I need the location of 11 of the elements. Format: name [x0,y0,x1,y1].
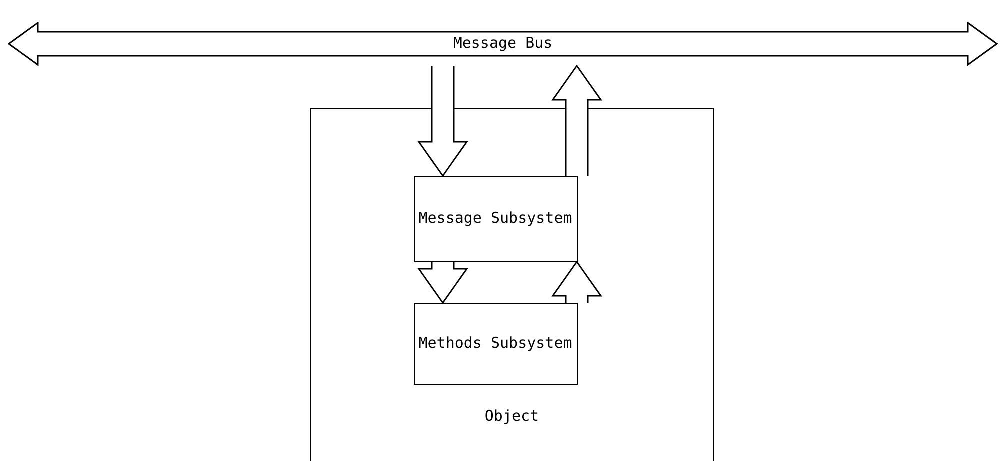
frame-label: Object [484,407,540,425]
label-text: Methods Subsystem [418,334,572,354]
block-arrow [418,65,468,178]
label-text: Message Subsystem [418,208,572,228]
block-arrow [552,260,602,304]
object-frame [310,108,714,461]
subsystem-box [414,176,578,262]
label-text: Message Bus [453,34,553,54]
block-arrow [552,64,602,177]
block-arrow [418,261,468,304]
subsystem-box [414,302,578,384]
